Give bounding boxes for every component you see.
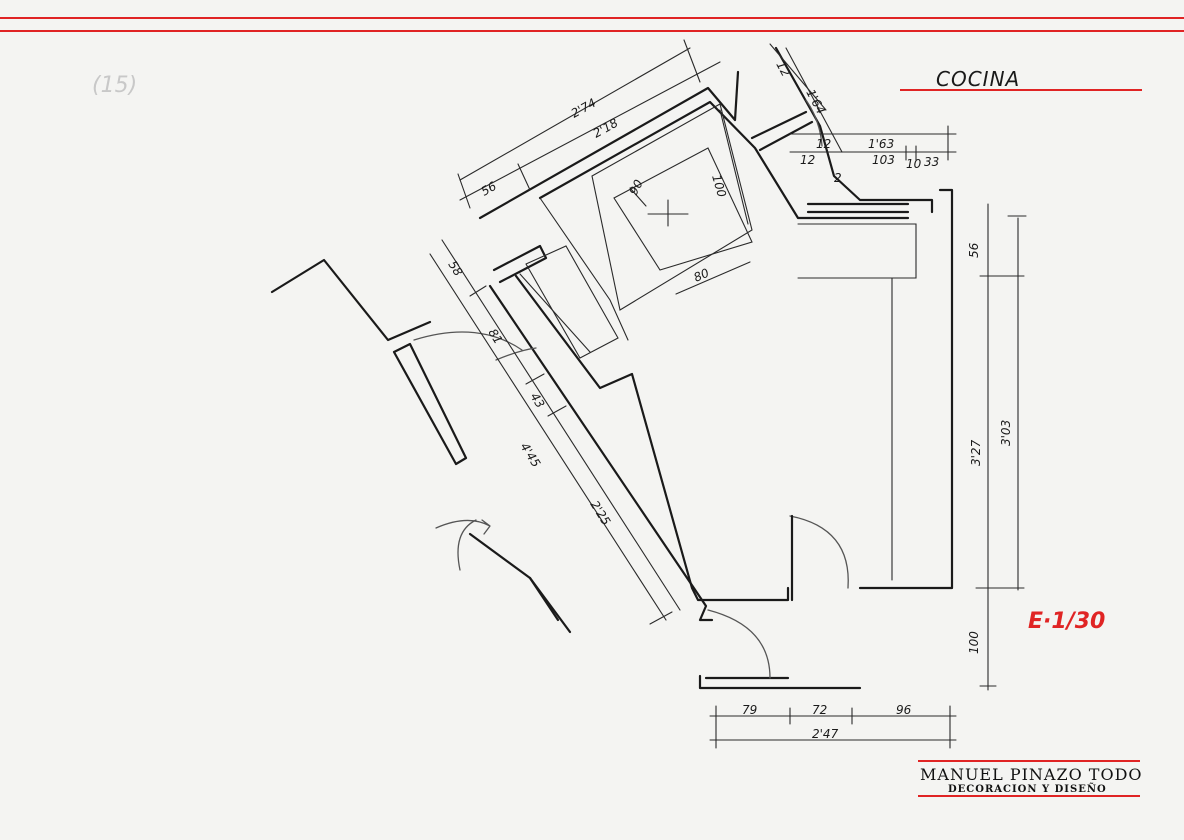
window-sill bbox=[750, 110, 808, 140]
dim-tick-2 bbox=[683, 39, 701, 83]
corner-note: (15) bbox=[92, 73, 137, 98]
hob-outer bbox=[591, 103, 753, 311]
dim-hob-bottom: 80 bbox=[692, 266, 712, 285]
dim-top-left: 56 bbox=[479, 179, 499, 199]
door-swing-corridor bbox=[435, 519, 491, 535]
dim-tick-left-3 bbox=[547, 405, 567, 417]
counter-left-edge bbox=[519, 273, 591, 353]
dim-bottom-a: 79 bbox=[742, 703, 757, 717]
dim-top-outer: 2'74 bbox=[569, 96, 599, 121]
wall-top-inner bbox=[538, 100, 910, 220]
dim-left-diag bbox=[429, 253, 667, 621]
dim-hob-side bbox=[719, 109, 749, 225]
brand-name: MANUEL PINAZO TODO bbox=[920, 765, 1143, 784]
wall-left-top bbox=[492, 244, 548, 284]
dim-window-line bbox=[769, 43, 827, 111]
wall-top bbox=[478, 70, 740, 220]
sink-block bbox=[525, 245, 619, 359]
dim-left-a: 58 bbox=[445, 258, 465, 279]
corridor-wall-side bbox=[392, 342, 468, 466]
dim-tick-3 bbox=[517, 163, 531, 191]
room-title: COCINA bbox=[936, 67, 1020, 91]
window-sill-2 bbox=[758, 120, 814, 152]
dim-top-inner: 2'18 bbox=[591, 115, 621, 140]
scale-label: E·1/30 bbox=[1028, 609, 1105, 634]
counter-top-edge bbox=[539, 197, 629, 341]
dim-right-inner: 3'27 bbox=[969, 439, 983, 466]
dimension-lines bbox=[429, 39, 1027, 749]
brand-tagline: DECORACION Y DISEÑO bbox=[948, 783, 1107, 795]
dim-window-line-2 bbox=[785, 47, 843, 153]
door-swings bbox=[413, 99, 849, 679]
dim-hob-side: 100 bbox=[709, 173, 729, 199]
dim-window-b: 12 bbox=[800, 153, 815, 167]
door-swing-right bbox=[789, 515, 849, 589]
dim-left-diag-2 bbox=[441, 239, 681, 611]
dim-right-total: 1'63 bbox=[868, 137, 894, 151]
wall-right bbox=[858, 188, 954, 590]
door-swing-corridor-2 bbox=[457, 519, 477, 571]
wall-left-outer bbox=[488, 284, 714, 622]
dim-hob-bottom bbox=[675, 261, 751, 295]
dim-bottom-total: 2'47 bbox=[812, 727, 839, 741]
hob-square bbox=[613, 147, 753, 271]
dim-right-outer: 3'03 bbox=[999, 420, 1013, 446]
dim-bottom-b: 72 bbox=[812, 703, 827, 717]
dim-right-a: 103 bbox=[872, 153, 895, 167]
fixtures bbox=[591, 103, 753, 311]
dim-right-bottom: 100 bbox=[967, 631, 981, 654]
dimension-labels: 2'74 2'18 56 1'64 12 1'63 103 10 33 12 1… bbox=[445, 59, 1013, 741]
dim-left-door: 81 bbox=[485, 326, 505, 346]
dim-window-a: 12 bbox=[816, 137, 831, 151]
dim-tick-left-4 bbox=[649, 611, 673, 625]
dim-right-b: 10 bbox=[906, 157, 922, 171]
dim-window-c: 2 bbox=[834, 171, 842, 185]
door-swing-left bbox=[413, 331, 523, 351]
walls bbox=[270, 46, 954, 690]
dim-window-small: 12 bbox=[773, 59, 793, 79]
dim-hob-diag bbox=[629, 187, 647, 207]
corridor-wall-bottom-2 bbox=[528, 576, 560, 622]
dim-tick-left-2 bbox=[525, 373, 545, 385]
dim-tick-left-1 bbox=[469, 285, 487, 297]
door-swing-left-2 bbox=[495, 347, 537, 361]
wall-left-inner bbox=[514, 274, 790, 602]
wall-top-right bbox=[774, 46, 934, 214]
dim-left-total: 4'45 bbox=[517, 440, 543, 470]
window-swing-top bbox=[805, 99, 823, 147]
dim-bottom-c: 96 bbox=[896, 703, 912, 717]
dim-line-top-inner bbox=[459, 61, 721, 201]
dim-tick-1 bbox=[457, 173, 471, 209]
dim-left-b: 43 bbox=[527, 390, 547, 410]
wall-bottom bbox=[698, 674, 862, 690]
dim-left-c: 2'25 bbox=[587, 498, 613, 528]
counter-right bbox=[797, 223, 917, 581]
door-swing-bottom bbox=[707, 609, 771, 679]
dim-right-top: 56 bbox=[967, 242, 981, 258]
dim-line-top-outer bbox=[459, 47, 691, 181]
dim-hob-diag: 90 bbox=[626, 177, 646, 197]
dim-right-c: 33 bbox=[924, 155, 939, 169]
corridor-wall-top bbox=[270, 258, 432, 342]
